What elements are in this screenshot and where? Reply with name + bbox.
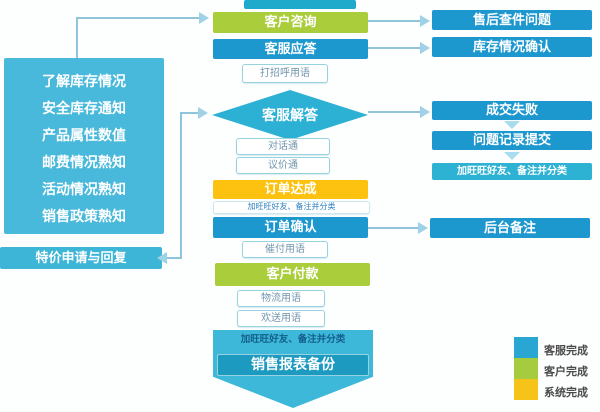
arrow-right-icon: [420, 42, 430, 54]
backend-note-box: 后台备注: [430, 218, 590, 238]
bargain-note-box: 议价通: [236, 157, 330, 174]
special-price-box: 特价申请与回复: [0, 247, 162, 269]
after-sale-issue-box: 售后查件问题: [432, 10, 592, 30]
arrow-left-icon: [157, 252, 167, 264]
order-reached-note-box: 加旺旺好友、备注并分类: [213, 201, 370, 214]
report-backup-box: 销售报表备份: [217, 354, 369, 376]
urge-pay-note-box: 催付用语: [242, 241, 328, 258]
stock-confirm-box: 库存情况确认: [432, 37, 592, 57]
connector-line: [76, 17, 78, 58]
service-reply-box: 客服应答: [213, 39, 368, 59]
customer-inquiry-box: 客户咨询: [213, 12, 368, 33]
prep-item: 活动情况熟知: [42, 181, 126, 197]
logistics-note-box: 物流用语: [237, 290, 325, 307]
greeting-note-box: 打招呼用语: [242, 64, 328, 83]
legend-swatch-service: [514, 337, 538, 358]
connector-line: [368, 227, 418, 229]
connector-line: [76, 17, 200, 19]
chevron-down-icon: [504, 121, 520, 129]
service-answer-diamond: 客服解答: [212, 90, 368, 140]
legend-swatch-customer: [514, 358, 538, 379]
legend-label-customer: 客户完成: [544, 366, 588, 378]
prep-item: 销售政策熟知: [42, 208, 126, 224]
prep-item: 了解库存情况: [42, 73, 126, 89]
connector-line: [368, 47, 420, 49]
add-friend-note-box: 加旺旺好友、备注并分类: [432, 163, 592, 180]
arrow-right-icon: [199, 12, 209, 24]
prep-item: 安全库存通知: [42, 100, 126, 116]
connector-line: [368, 111, 420, 113]
legend-label-system: 系统完成: [544, 387, 588, 399]
legend-swatch-system: [514, 379, 538, 400]
connector-line: [180, 112, 182, 258]
customer-payment-box: 客户付款: [215, 263, 370, 286]
arrow-right-icon: [420, 106, 430, 118]
farewell-note-box: 欢送用语: [237, 310, 325, 327]
connector-line: [167, 257, 182, 259]
arrow-right-icon: [198, 107, 208, 119]
chevron-down-icon: [504, 152, 520, 160]
order-reached-box: 订单达成: [213, 180, 368, 199]
connector-line: [182, 112, 198, 114]
top-cropped-box: [244, 0, 356, 9]
legend-label-service: 客服完成: [544, 345, 588, 357]
prep-item: 产品属性数值: [42, 127, 126, 143]
connector-line: [368, 20, 420, 22]
prep-knowledge-panel: 了解库存情况 安全库存通知 产品属性数值 邮费情况熟知 活动情况熟知 销售政策熟…: [4, 58, 164, 234]
order-confirm-box: 订单确认: [213, 217, 368, 238]
issue-record-submit-box: 问题记录提交: [432, 131, 592, 150]
add-friend-band: 加旺旺好友、备注并分类: [240, 333, 346, 345]
arrow-right-icon: [420, 15, 430, 27]
dialog-note-box: 对话通: [236, 138, 330, 155]
prep-item: 邮费情况熟知: [42, 154, 126, 170]
deal-failed-box: 成交失败: [432, 101, 592, 120]
arrow-right-icon: [418, 222, 428, 234]
